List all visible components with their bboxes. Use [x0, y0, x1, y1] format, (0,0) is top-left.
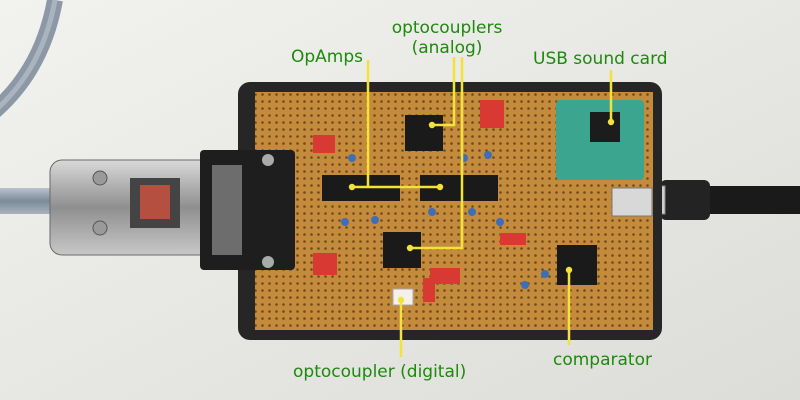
optocouplers-leader-1 [432, 57, 456, 127]
optocouplers-label-line2: (analog) [411, 38, 483, 58]
analog-optocoupler-1 [405, 115, 443, 151]
digital-optocoupler [392, 288, 414, 306]
analog-optocoupler-2 [383, 232, 421, 268]
optocoupler-digital-label: optocoupler (digital) [293, 362, 467, 382]
comparator-label: comparator [553, 350, 652, 370]
optocouplers-leader-2 [410, 57, 464, 250]
usb-socket [611, 187, 653, 217]
optocouplers-label-line1: optocouplers [391, 18, 503, 38]
usb-sound-card-label: USB sound card [533, 49, 668, 69]
comparator-ic [557, 245, 597, 285]
opamps-leader [352, 60, 440, 189]
opamps-label: OpAmps [291, 47, 364, 67]
